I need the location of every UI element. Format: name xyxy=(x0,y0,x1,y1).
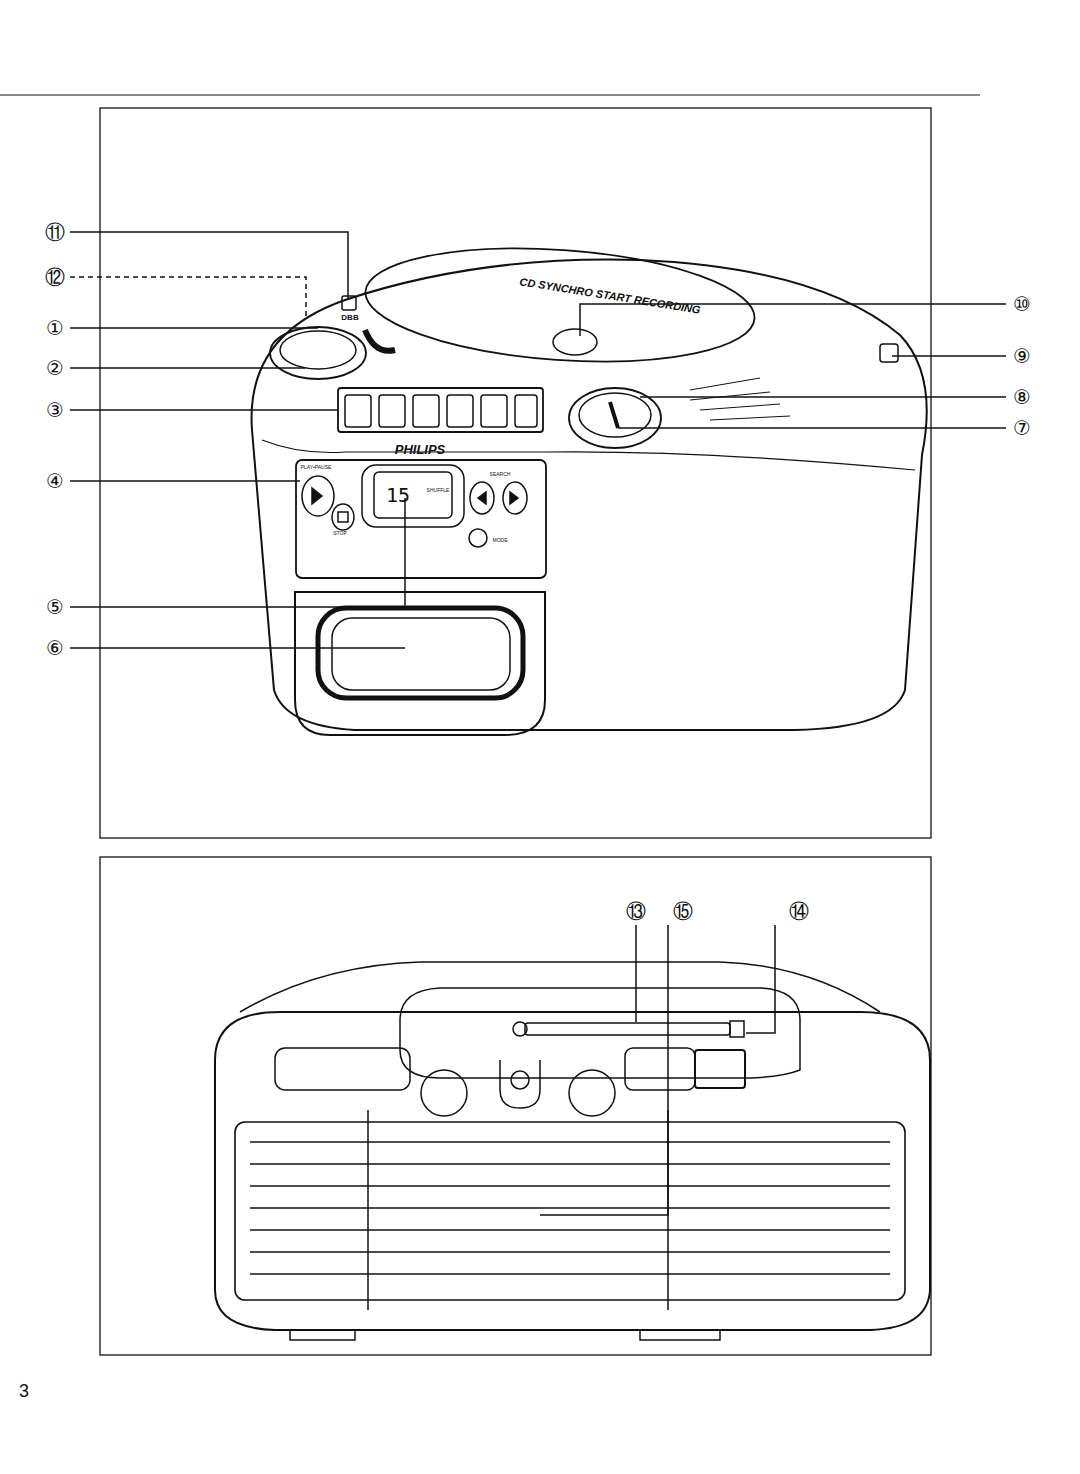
callout-number: ③ xyxy=(45,400,65,420)
callout-number: ⑦ xyxy=(1012,418,1032,438)
control-label: DBB xyxy=(341,314,358,322)
callout-number: ⑬ xyxy=(625,901,647,921)
display-digits: 15 xyxy=(386,485,410,505)
brand-logo: PHILIPS xyxy=(395,443,446,456)
callout-number: ⑮ xyxy=(672,901,694,921)
control-label: PLAY•PAUSE xyxy=(301,465,332,470)
page-number: 3 xyxy=(19,1382,29,1400)
callout-number: ⑫ xyxy=(44,267,66,287)
control-label: MODE xyxy=(493,538,508,543)
callout-number: ⑩ xyxy=(1012,294,1032,314)
callout-number: ⑥ xyxy=(45,638,65,658)
callout-number: ④ xyxy=(45,471,65,491)
control-label: SEARCH xyxy=(490,472,511,477)
control-label: SHUFFLE xyxy=(427,488,450,493)
callout-number: ⑧ xyxy=(1012,387,1032,407)
callout-number: ⑤ xyxy=(45,597,65,617)
callout-number: ① xyxy=(45,318,65,338)
control-label: STOP xyxy=(333,531,347,536)
lid-print: CD SYNCHRO START RECORDING xyxy=(519,276,701,315)
callout-number: ⑨ xyxy=(1012,346,1032,366)
callout-number: ② xyxy=(45,358,65,378)
callout-number: ⑭ xyxy=(788,901,810,921)
callout-number: ⑪ xyxy=(44,222,66,242)
